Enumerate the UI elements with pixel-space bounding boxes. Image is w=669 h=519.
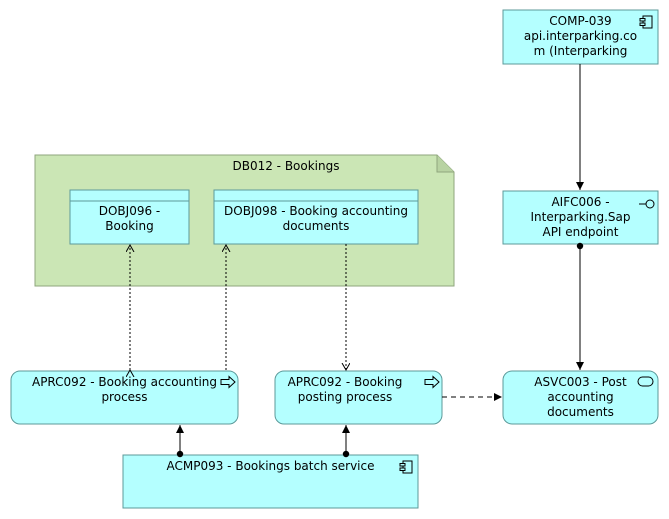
dobj098-line2: documents [282,219,350,233]
asvc003-line2: accounting [547,390,614,404]
aprc092-accounting-node[interactable] [10,370,239,425]
acmp093-label: ACMP093 - Bookings batch service [123,459,418,477]
db012-title: DB012 - Bookings [232,159,340,173]
asvc003-line3: documents [547,405,614,419]
aifc006-node[interactable] [502,190,659,245]
comp039-label: COMP-039 api.interparking.co m (Interpar… [503,14,658,64]
aifc006-line2: Interparking.Sap [530,210,631,224]
aprc092-accounting-line2: process [101,390,148,404]
dobj096-label: DOBJ096 - Booking [70,204,189,238]
comp039-line3: m (Interparking [533,44,628,58]
comp039-line1: COMP-039 [549,14,612,28]
aprc092-posting-line2: posting process [297,390,393,404]
db012-label: DB012 - Bookings [35,159,537,177]
interface-icon [639,199,655,209]
component-icon [399,460,413,474]
asvc003-node[interactable] [502,370,659,425]
acmp093-title: ACMP093 - Bookings batch service [166,459,375,473]
process-arrow-icon [424,375,440,389]
aifc006-line1: AIFC006 - [551,195,610,209]
aprc092-accounting-label: APRC092 - Booking accounting process [11,375,238,409]
dobj098-label: DOBJ098 - Booking accounting documents [214,204,418,238]
dobj096-line2: Booking [105,219,154,233]
component-icon [639,15,653,29]
aprc092-posting-label: APRC092 - Booking posting process [275,375,415,409]
aprc092-posting-line1: APRC092 - Booking [287,375,403,389]
dobj098-node[interactable] [213,189,419,245]
comp039-line2: api.interparking.co [523,29,638,43]
aprc092-accounting-line1: APRC092 - Booking accounting [31,375,218,389]
dobj098-line1: DOBJ098 - Booking accounting [224,204,408,218]
comp039-node[interactable] [502,9,659,65]
aifc006-label: AIFC006 - Interparking.Sap API endpoint [503,195,658,243]
aifc006-line3: API endpoint [542,225,619,239]
acmp093-node[interactable] [122,454,419,509]
service-icon [637,376,654,387]
dobj096-line1: DOBJ096 - [98,204,161,218]
process-arrow-icon [220,375,236,389]
dobj096-node[interactable] [69,189,190,245]
asvc003-line1: ASVC003 - Post [534,375,627,389]
asvc003-label: ASVC003 - Post accounting documents [503,375,658,423]
